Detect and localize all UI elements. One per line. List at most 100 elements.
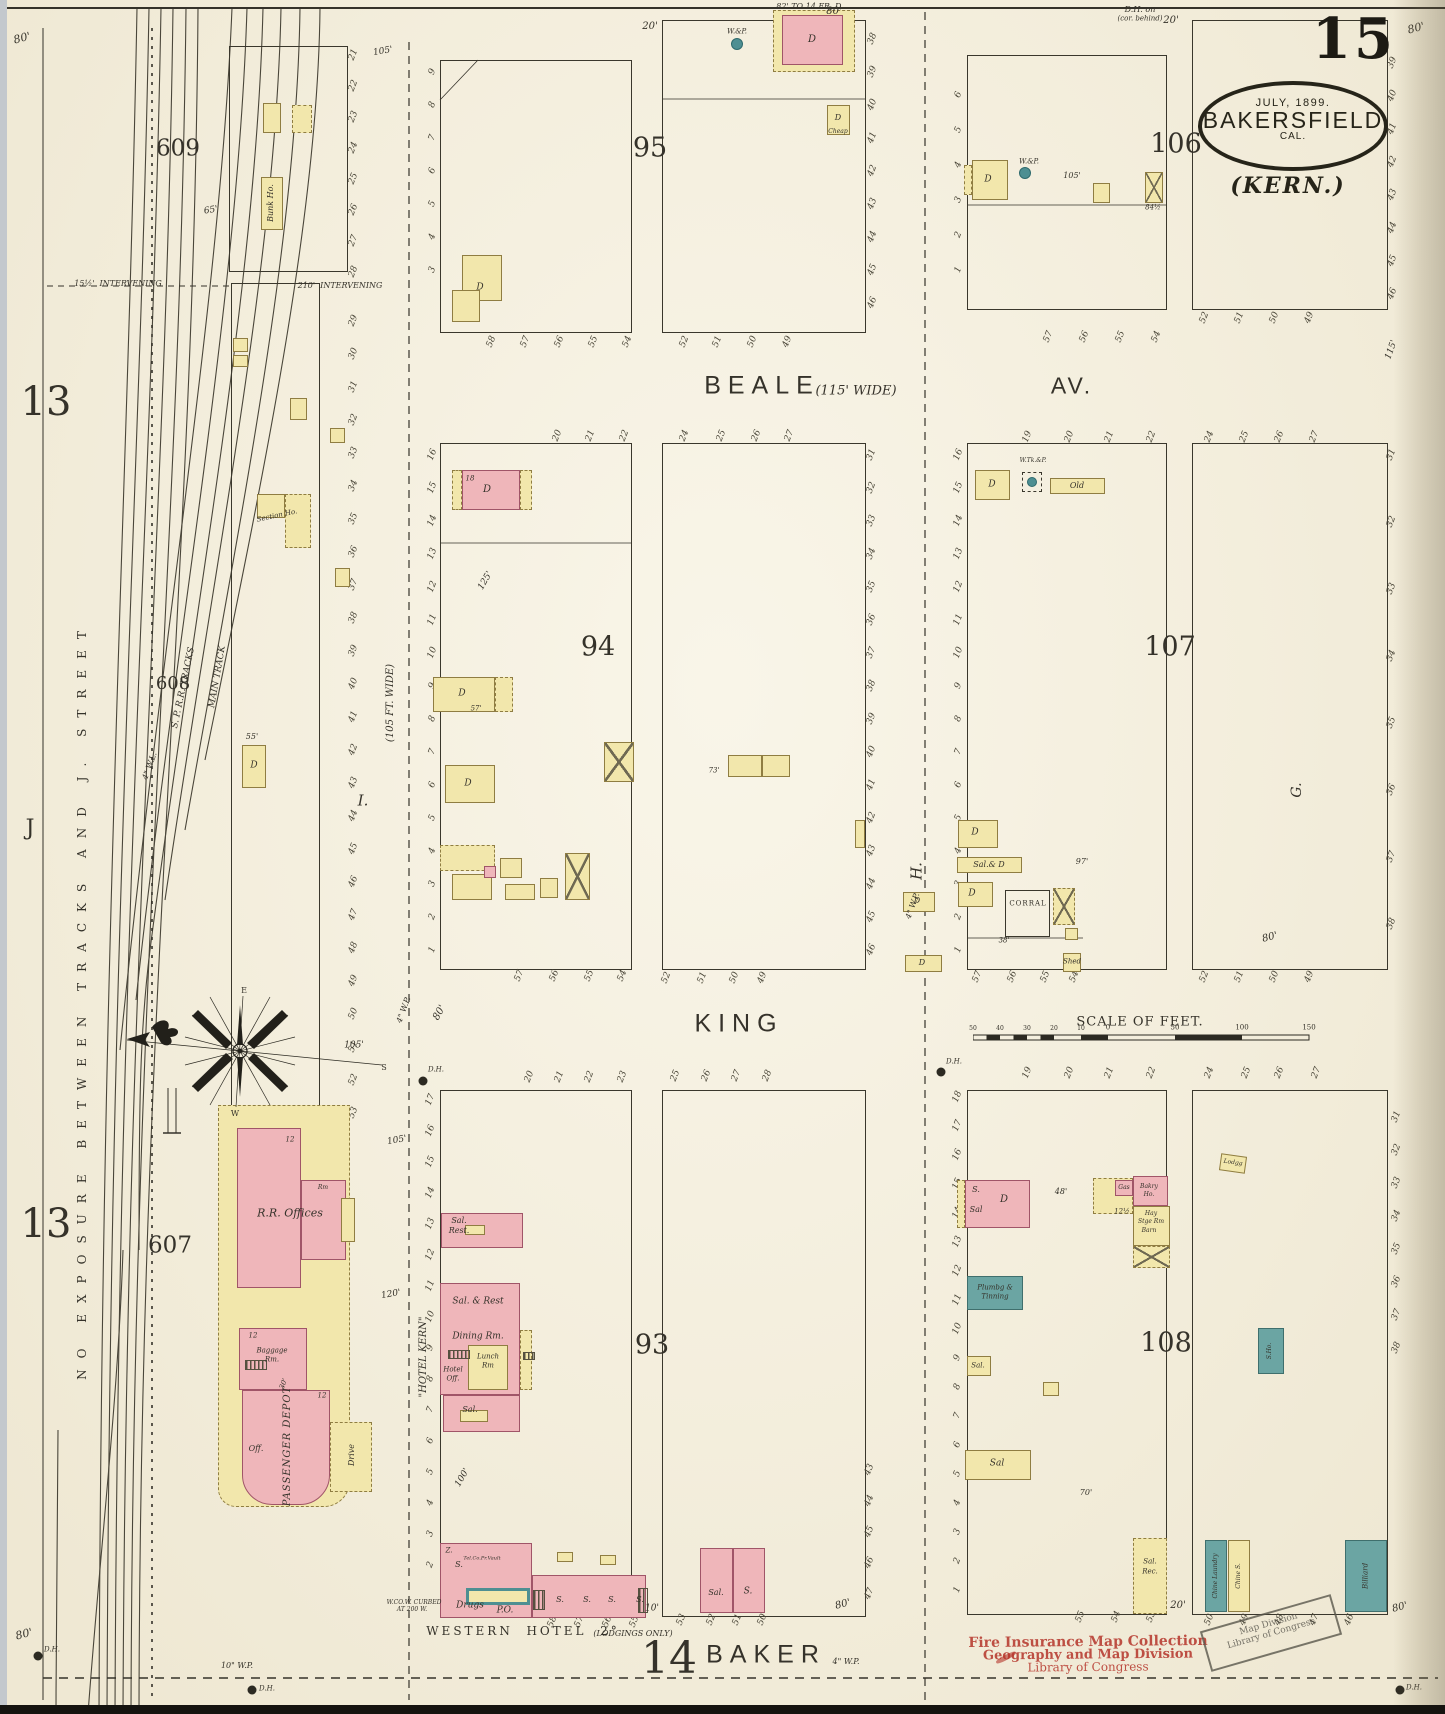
building — [855, 820, 865, 848]
map-label: 48' — [1054, 1187, 1068, 1196]
scan-left-edge — [0, 0, 7, 1714]
map-label: Hotel — [443, 1365, 463, 1374]
map-label: Stge Rm — [1137, 1218, 1165, 1225]
map-label: (105 FT. WIDE) — [385, 663, 396, 743]
dwelling — [972, 160, 1008, 200]
county-label: (KERN.) — [1230, 173, 1346, 199]
map-label: BAKER — [706, 1640, 826, 1669]
map-label: 97' — [1075, 857, 1089, 866]
lunch-room — [468, 1345, 508, 1390]
map-label: Tinning — [981, 1292, 1009, 1301]
map-label: 607 — [148, 1232, 192, 1259]
map-label: BEALE — [704, 371, 820, 400]
fire-hydrant — [33, 1651, 43, 1661]
map-label: S. — [455, 1560, 463, 1569]
sign-panel — [466, 1588, 530, 1605]
saloon — [965, 1450, 1031, 1480]
map-label: S. — [743, 1586, 753, 1597]
building — [1043, 1382, 1059, 1396]
map-label: Sal. — [462, 1405, 478, 1414]
fire-hydrant — [418, 1076, 428, 1086]
map-label: D.H. on — [1124, 5, 1156, 14]
porch — [520, 470, 532, 510]
building — [728, 755, 762, 777]
map-label: Tel.Co.Pr.Vault — [463, 1555, 501, 1562]
well-pump — [731, 38, 743, 50]
map-label: Plumbg & — [977, 1283, 1013, 1292]
compass-rose-icon — [126, 995, 383, 1108]
map-label: SCALE OF FEET. — [1076, 1014, 1204, 1030]
map-label: 40 — [996, 1025, 1004, 1032]
map-label: AT 200 W. — [396, 1606, 428, 1613]
map-label: 13 — [20, 1201, 72, 1247]
porch — [957, 1180, 965, 1228]
map-label: D.H. — [1406, 1683, 1422, 1692]
map-label: G. — [1289, 782, 1305, 798]
map-label: 20' — [1170, 1600, 1186, 1611]
dwelling — [975, 470, 1010, 500]
map-label: H. — [907, 862, 926, 880]
map-label: S. — [636, 1595, 644, 1604]
map-label: Rest. — [448, 1226, 470, 1235]
map-label: D — [984, 174, 992, 185]
shed — [1063, 953, 1081, 972]
map-label: S.Ho. — [1266, 1342, 1273, 1360]
map-label: 10 — [1077, 1025, 1085, 1032]
map-label: 150 — [1302, 1023, 1316, 1032]
building — [290, 398, 307, 420]
map-label: 20' — [642, 21, 658, 32]
map-label: J — [25, 816, 35, 841]
stair-grille — [523, 1352, 535, 1360]
building — [330, 428, 345, 443]
map-label: 12½ — [1114, 1207, 1130, 1216]
passenger-depot — [242, 1390, 330, 1505]
map-label: D — [464, 778, 472, 789]
map-label: 20 — [1050, 1025, 1058, 1032]
street-line — [439, 59, 479, 101]
map-label: 38' — [998, 936, 1010, 945]
map-label: R.R. Offices — [257, 1206, 323, 1220]
stair-grille — [448, 1350, 470, 1359]
map-label: Sal — [969, 1205, 983, 1214]
building — [484, 866, 496, 878]
map-label: (cor. behind) — [1117, 14, 1163, 23]
building — [540, 878, 558, 898]
slaughter-house — [1258, 1328, 1284, 1374]
building — [233, 355, 248, 367]
bunkhouse-shed — [292, 105, 312, 133]
map-label: 4" W.P. — [832, 1657, 860, 1666]
map-label: Sal. — [1143, 1557, 1157, 1566]
map-label: Old — [1069, 481, 1085, 490]
map-label: Drugs — [456, 1600, 484, 1611]
dwelling — [242, 745, 266, 788]
sheet-number: 15 — [1312, 6, 1396, 72]
map-label: E — [241, 986, 247, 995]
map-label: Z. — [445, 1546, 453, 1555]
block-95-west — [440, 60, 632, 333]
well-pump — [1027, 477, 1037, 487]
map-label: AV. — [1050, 372, 1094, 399]
baggage-room — [239, 1328, 307, 1390]
block-609 — [229, 46, 348, 272]
map-label: D.H. — [428, 1065, 444, 1074]
bunk-house — [261, 177, 283, 230]
dwelling — [958, 882, 993, 907]
bakery-house — [1133, 1176, 1168, 1206]
map-label: 50 — [969, 1025, 977, 1032]
cheap-dwelling — [827, 105, 850, 135]
water-tank-marker — [1022, 472, 1042, 492]
map-label: I. — [357, 791, 369, 810]
map-label: Cheap — [828, 128, 848, 135]
map-label: W — [230, 1109, 240, 1118]
corral — [1005, 890, 1050, 937]
western-hotel-row — [532, 1575, 646, 1618]
map-label: Lunch — [476, 1352, 500, 1361]
billiard-hall — [1345, 1540, 1387, 1612]
map-label: D — [968, 888, 976, 899]
saloon — [967, 1356, 991, 1376]
map-label: S — [381, 1063, 387, 1072]
dwelling — [903, 892, 935, 912]
map-label: Sal. — [708, 1588, 724, 1597]
cross-mark — [605, 743, 633, 781]
